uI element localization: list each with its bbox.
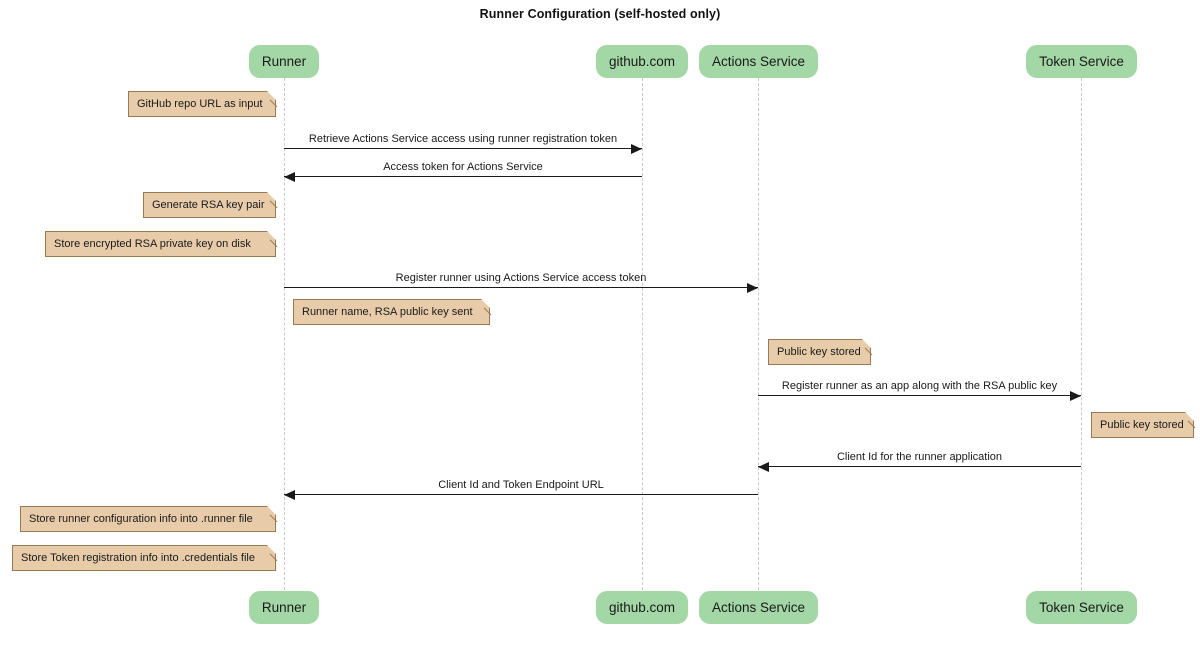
lifeline-token (1081, 78, 1082, 590)
note-fold-corner-icon (267, 192, 276, 201)
note-text: Public key stored (777, 346, 861, 358)
participant-github-top[interactable]: github.com (596, 45, 688, 78)
note-fold-corner-icon (481, 299, 490, 308)
note-public-key-stored-actions: Public key stored (768, 339, 879, 365)
arrowhead-right-icon (631, 143, 642, 154)
note-text: Public key stored (1100, 419, 1184, 431)
note-github-repo-url: GitHub repo URL as input (128, 91, 284, 117)
note-fold-corner-icon (267, 91, 276, 100)
note-fold-corner-icon (267, 231, 276, 240)
participant-actions-top[interactable]: Actions Service (699, 45, 818, 78)
participant-github-bottom[interactable]: github.com (596, 591, 688, 624)
note-store-runner-config: Store runner configuration info into .ru… (20, 506, 284, 532)
message-line (758, 466, 1081, 467)
note-generate-rsa: Generate RSA key pair (143, 192, 284, 218)
message-label: Client Id and Token Endpoint URL (438, 479, 604, 491)
lifeline-runner (284, 78, 285, 590)
message-line (284, 176, 642, 177)
participant-token-top[interactable]: Token Service (1026, 45, 1137, 78)
participant-runner-bottom[interactable]: Runner (249, 591, 319, 624)
message-label: Client Id for the runner application (836, 451, 1003, 463)
arrowhead-right-icon (1070, 390, 1081, 401)
message-line (758, 395, 1081, 396)
note-fold-corner-icon (267, 545, 276, 554)
note-store-encrypted-rsa: Store encrypted RSA private key on disk (45, 231, 284, 257)
message-label: Access token for Actions Service (383, 161, 543, 173)
note-text: Runner name, RSA public key sent (302, 306, 473, 318)
note-text: Store Token registration info into .cred… (21, 552, 255, 564)
arrowhead-left-icon (284, 489, 295, 500)
note-runner-name-rsa-sent: Runner name, RSA public key sent (293, 299, 498, 325)
participant-runner-top[interactable]: Runner (249, 45, 319, 78)
message-line (284, 494, 758, 495)
message-line (284, 287, 758, 288)
note-text: Store runner configuration info into .ru… (29, 513, 253, 525)
note-fold-corner-icon (1185, 412, 1194, 421)
diagram-title: Runner Configuration (self-hosted only) (479, 7, 721, 21)
message-label: Register runner as an app along with the… (781, 380, 1058, 392)
note-fold-corner-icon (267, 506, 276, 515)
lifeline-github (642, 78, 643, 590)
message-label: Retrieve Actions Service access using ru… (308, 133, 618, 145)
participant-token-bottom[interactable]: Token Service (1026, 591, 1137, 624)
arrowhead-right-icon (747, 282, 758, 293)
note-fold-corner-icon (862, 339, 871, 348)
note-store-token-registration: Store Token registration info into .cred… (12, 545, 284, 571)
message-line (284, 148, 642, 149)
note-text: GitHub repo URL as input (137, 98, 263, 110)
note-text: Generate RSA key pair (152, 199, 265, 211)
note-public-key-stored-token: Public key stored (1091, 412, 1200, 438)
arrowhead-left-icon (758, 461, 769, 472)
message-label: Register runner using Actions Service ac… (395, 272, 647, 284)
note-text: Store encrypted RSA private key on disk (54, 238, 251, 250)
participant-actions-bottom[interactable]: Actions Service (699, 591, 818, 624)
arrowhead-left-icon (284, 171, 295, 182)
lifeline-actions (758, 78, 759, 590)
